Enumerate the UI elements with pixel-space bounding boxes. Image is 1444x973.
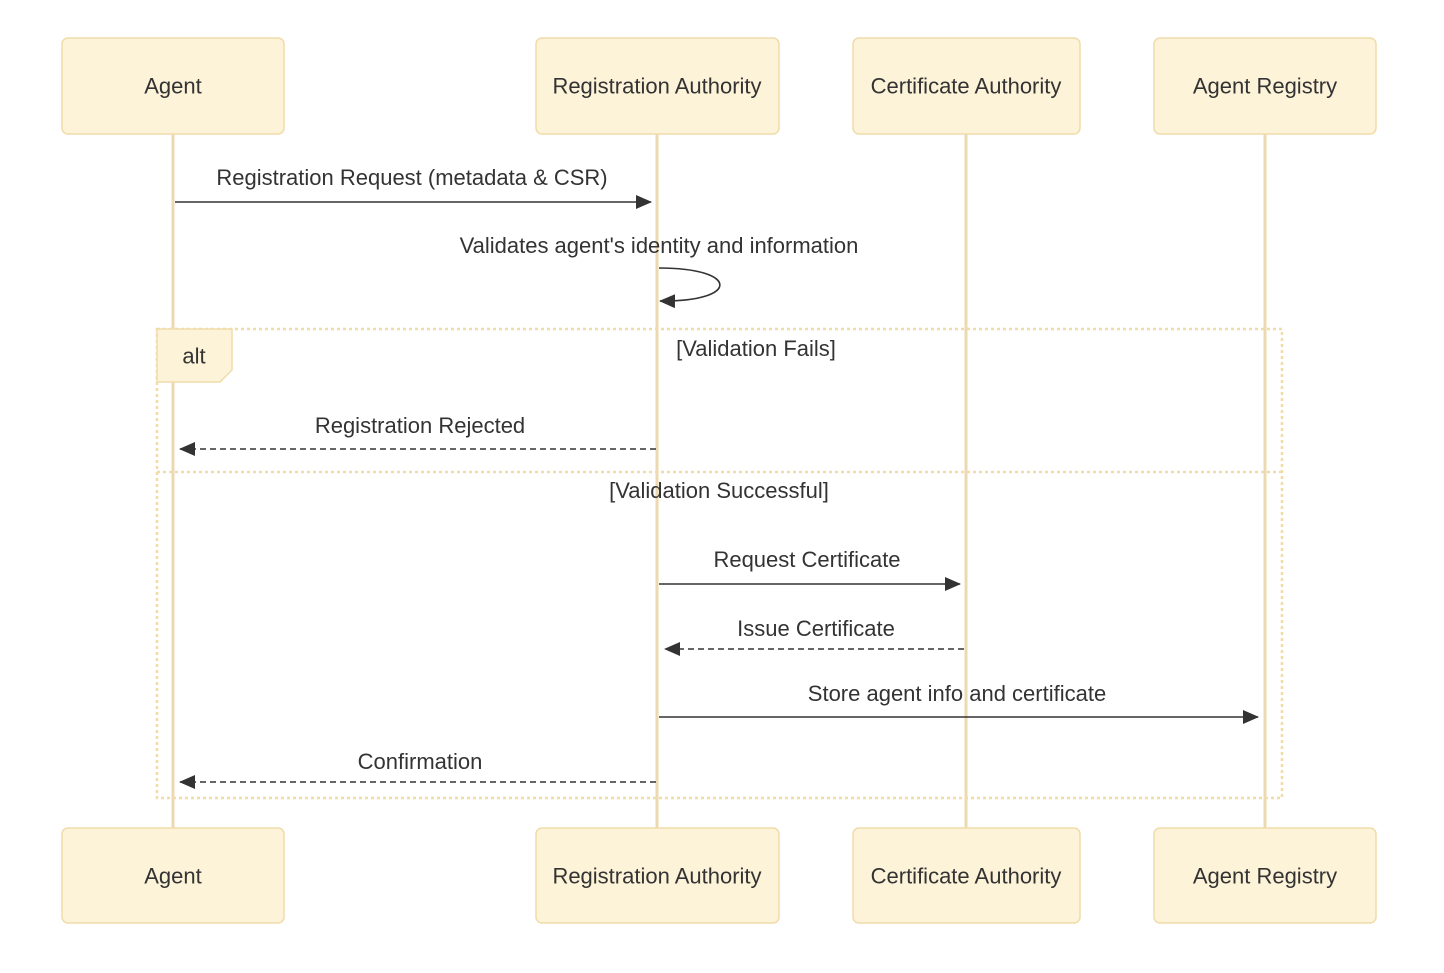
actor-agent-top: Agent	[61, 37, 285, 135]
alt-frame-border	[155, 327, 1284, 800]
actors-top: Agent Registration Authority Certificate…	[61, 37, 1377, 135]
actor-agent-bottom: Agent	[61, 827, 285, 924]
alt-frame: alt [Validation Fails] [Validation Succe…	[155, 327, 1284, 800]
message-store-agent-info: Store agent info and certificate	[659, 681, 1259, 724]
actor-agent-registry-bottom: Agent Registry	[1153, 827, 1377, 924]
message-label: Validates agent's identity and informati…	[460, 233, 859, 258]
message-label: Issue Certificate	[737, 616, 895, 641]
actor-certificate-authority-bottom: Certificate Authority	[852, 827, 1081, 924]
message-self-arrow	[658, 267, 721, 309]
actor-certificate-authority-top: Certificate Authority	[852, 37, 1081, 135]
message-issue-certificate: Issue Certificate	[664, 616, 964, 656]
alt-frame-label: alt	[182, 344, 205, 369]
message-validates-identity: Validates agent's identity and informati…	[460, 233, 859, 309]
message-confirmation: Confirmation	[179, 749, 656, 789]
actor-certificate-authority-label: Certificate Authority	[871, 864, 1062, 889]
lifelines	[171, 134, 1267, 828]
message-label: Confirmation	[358, 749, 483, 774]
messages: Registration Request (metadata & CSR) Va…	[175, 165, 1259, 789]
actor-registration-authority-top: Registration Authority	[535, 37, 780, 135]
actor-agent-registry-label: Agent Registry	[1193, 864, 1337, 889]
actor-registration-authority-bottom: Registration Authority	[535, 827, 780, 924]
alt-frame-label-box	[156, 328, 233, 383]
message-label: Store agent info and certificate	[808, 681, 1106, 706]
actor-agent-label: Agent	[144, 74, 202, 99]
message-registration-request: Registration Request (metadata & CSR)	[175, 165, 652, 209]
message-label: Registration Request (metadata & CSR)	[216, 165, 607, 190]
message-registration-rejected: Registration Rejected	[179, 413, 656, 456]
actor-agent-registry-label: Agent Registry	[1193, 74, 1337, 99]
actors-bottom: Agent Registration Authority Certificate…	[61, 827, 1377, 924]
actor-registration-authority-label: Registration Authority	[552, 74, 761, 99]
message-label: Registration Rejected	[315, 413, 525, 438]
message-request-certificate: Request Certificate	[659, 547, 961, 591]
actor-registration-authority-label: Registration Authority	[552, 864, 761, 889]
message-label: Request Certificate	[713, 547, 900, 572]
actor-certificate-authority-label: Certificate Authority	[871, 74, 1062, 99]
actor-agent-registry-top: Agent Registry	[1153, 37, 1377, 135]
alt-condition-successful: [Validation Successful]	[609, 478, 829, 503]
actor-agent-label: Agent	[144, 864, 202, 889]
alt-condition-fails: [Validation Fails]	[676, 336, 836, 361]
